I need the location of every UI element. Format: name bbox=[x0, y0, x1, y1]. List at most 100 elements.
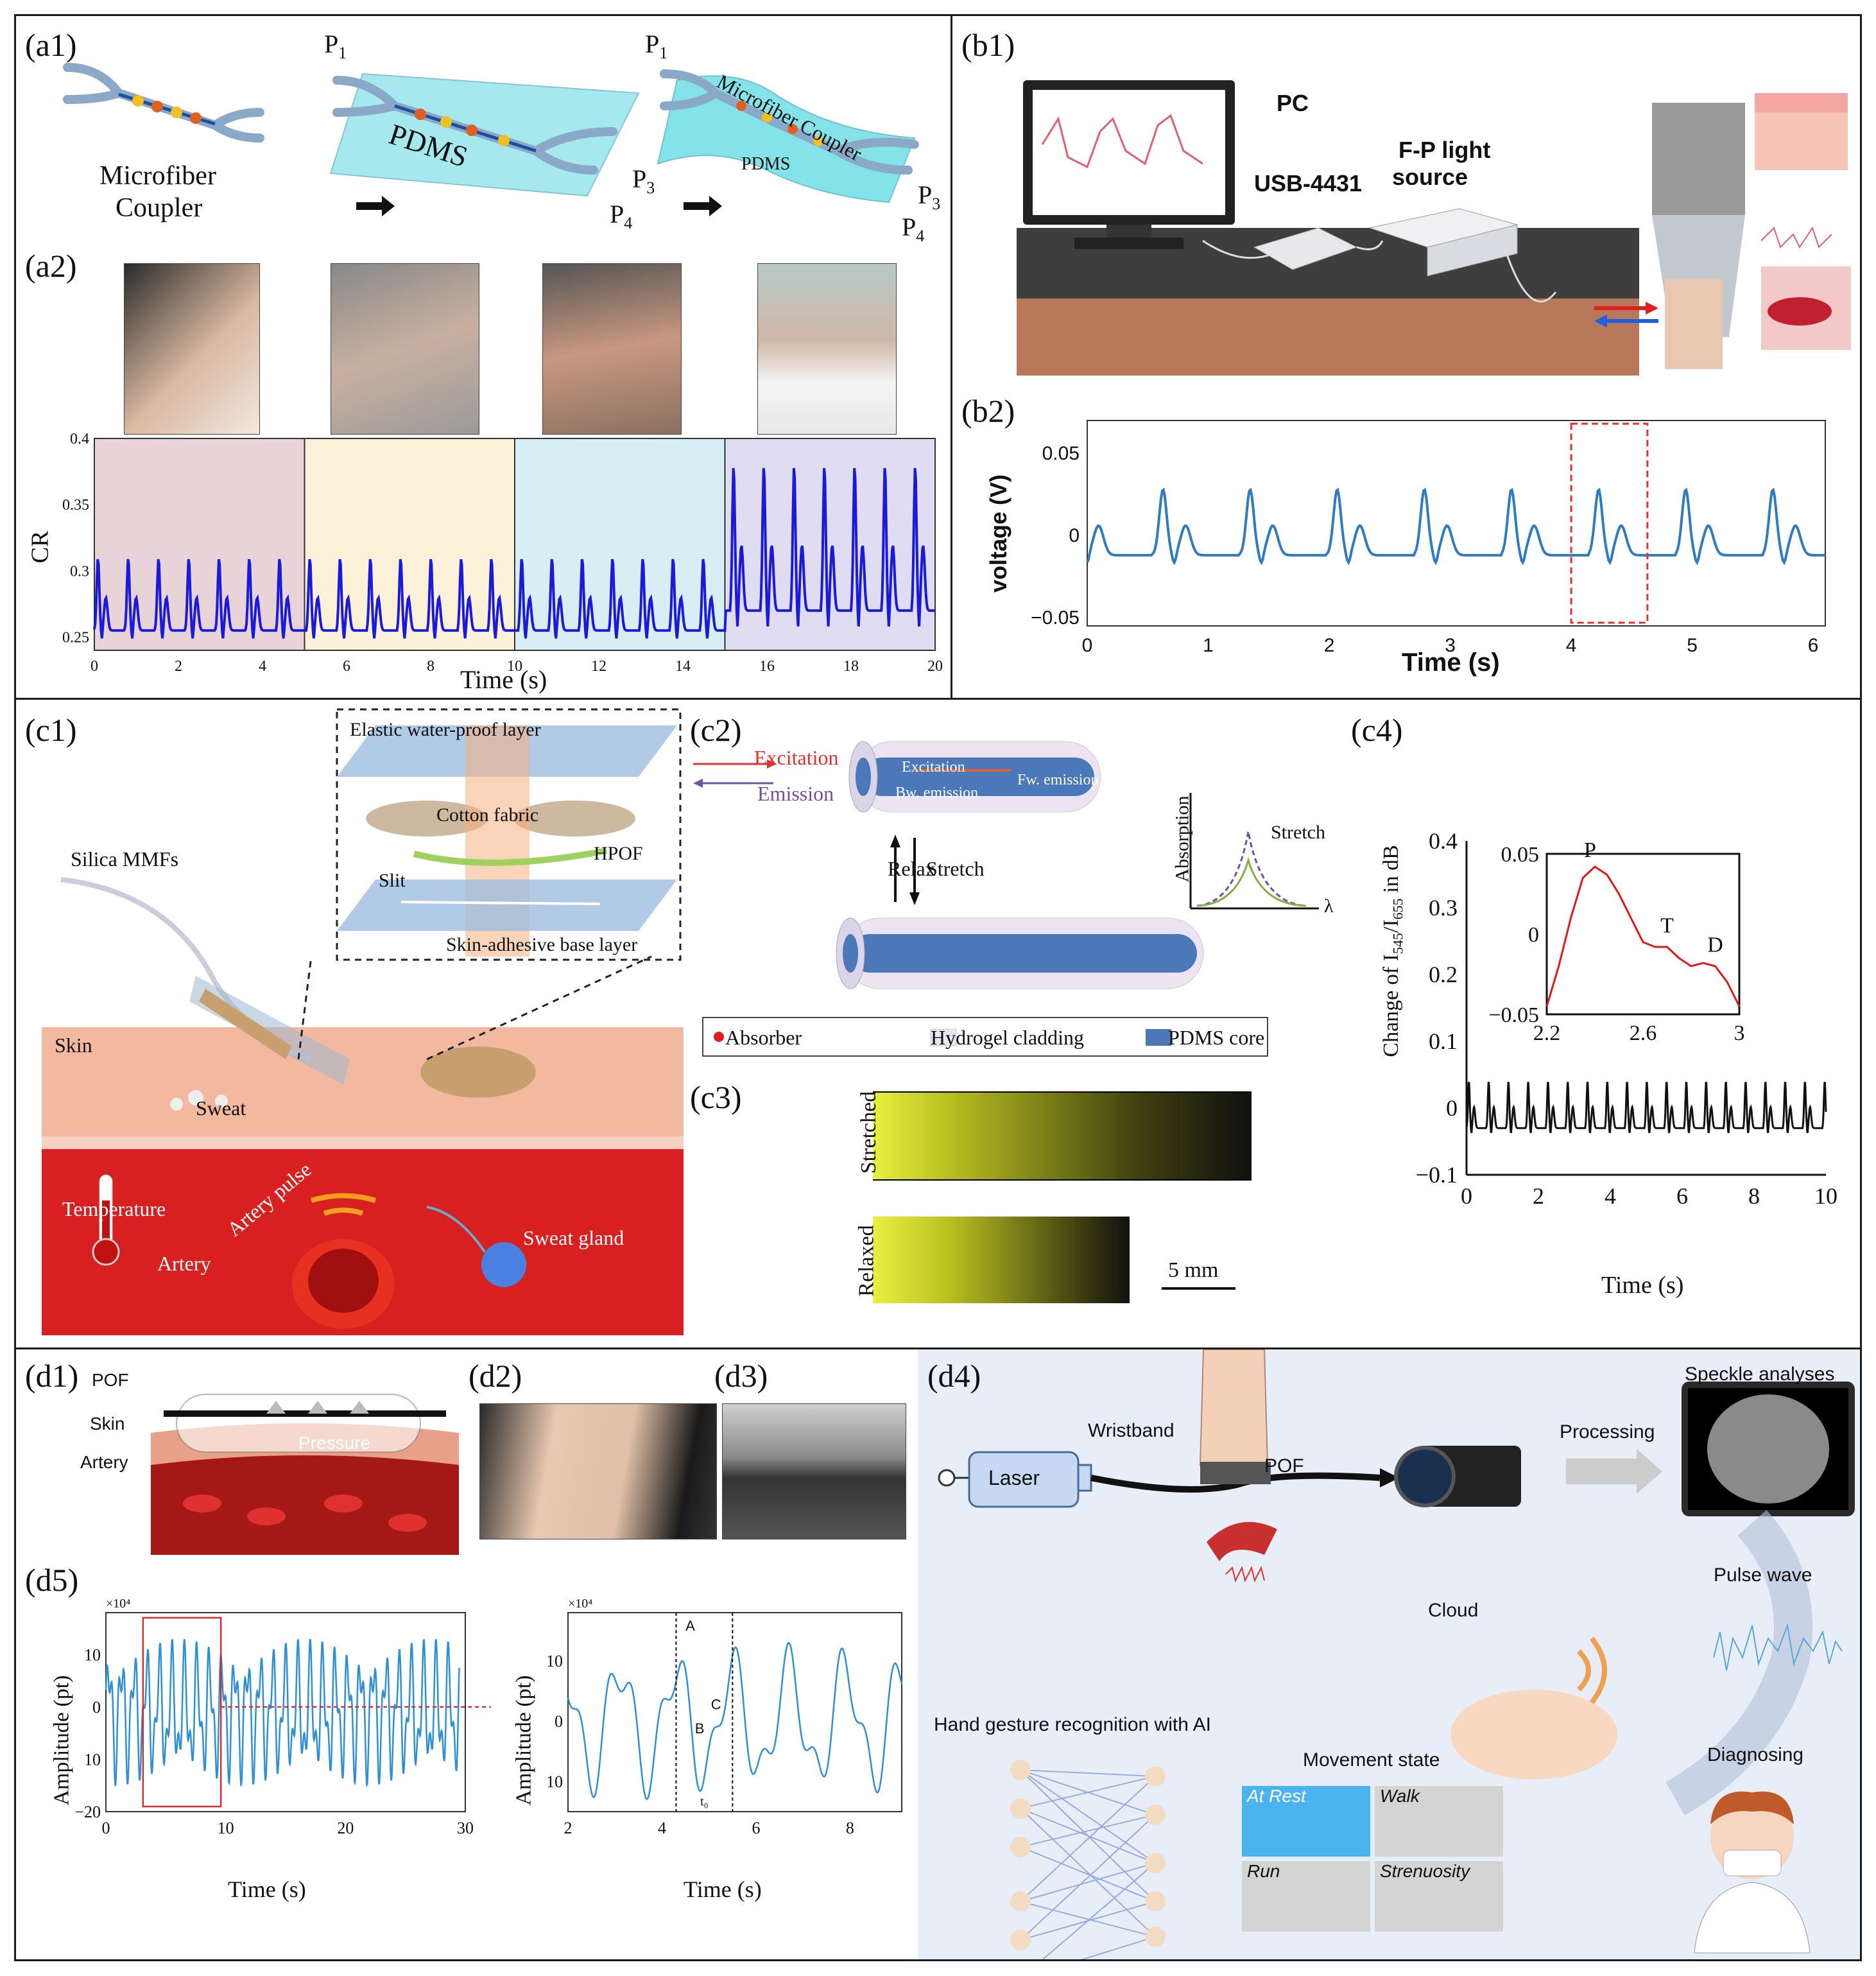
label-stretched: Stretched bbox=[857, 1091, 881, 1174]
c1-illustration bbox=[42, 708, 684, 1335]
plot-frame bbox=[105, 1612, 466, 1812]
label-d3: (d3) bbox=[714, 1358, 768, 1394]
label-usb: USB-4431 bbox=[1254, 170, 1363, 196]
y-tick: 0.05 bbox=[1042, 443, 1080, 464]
label-temperature: Temperature bbox=[62, 1197, 166, 1220]
y-tick: 10 bbox=[84, 1645, 101, 1664]
x-tick: 0 bbox=[102, 1819, 110, 1837]
x-tick: 6 bbox=[752, 1819, 760, 1837]
plot-frame bbox=[1087, 420, 1826, 627]
label-slit: Slit bbox=[379, 870, 406, 891]
label-movement-state: Movement state bbox=[1303, 1749, 1440, 1771]
x-tick: 6 bbox=[343, 658, 350, 675]
label-sweat: Sweat bbox=[196, 1096, 246, 1120]
label-pulse-wave: Pulse wave bbox=[1714, 1564, 1812, 1586]
label-c2: (c2) bbox=[690, 712, 742, 748]
state-strenuosity: Strenuosity bbox=[1380, 1861, 1470, 1881]
label-d2: (d2) bbox=[469, 1358, 522, 1394]
label-stretch-arrow: Stretch bbox=[1271, 822, 1325, 843]
x-tick: 10 bbox=[1814, 1183, 1837, 1209]
label-lambda: λ bbox=[1324, 896, 1334, 917]
x-tick: 2 bbox=[1533, 1183, 1544, 1209]
microfiber-coupler-illustration bbox=[63, 63, 919, 216]
inset-x-tick: 2.2 bbox=[1533, 1021, 1561, 1045]
label-processing: Processing bbox=[1560, 1421, 1655, 1443]
port-p3-b: P3 bbox=[918, 180, 941, 213]
peak-label: P bbox=[1584, 838, 1596, 862]
y-tick: 0.3 bbox=[1429, 895, 1458, 921]
c4-xlabel: Time (s) bbox=[1601, 1272, 1684, 1299]
peak-label: D bbox=[1707, 933, 1723, 957]
x-tick: 8 bbox=[427, 658, 435, 675]
x-tick: 0 bbox=[90, 658, 98, 675]
d1-illustration bbox=[151, 1394, 459, 1555]
signal-line bbox=[105, 1639, 460, 1787]
label-skin-d: Skin bbox=[90, 1414, 125, 1434]
photo-wrist bbox=[331, 263, 479, 435]
y-tick: −20 bbox=[74, 1803, 101, 1821]
setup-illustration bbox=[1017, 80, 1851, 376]
label-d5: (d5) bbox=[25, 1562, 79, 1598]
x-tick: 2 bbox=[1324, 635, 1335, 656]
label-c4: (c4) bbox=[1351, 712, 1403, 748]
y-tick: 0.3 bbox=[70, 563, 89, 580]
x-tick: 18 bbox=[843, 658, 859, 675]
state-run: Run bbox=[1247, 1861, 1280, 1881]
point-label: C bbox=[711, 1696, 721, 1712]
y-tick: 10 bbox=[546, 1652, 563, 1670]
x-tick: 6 bbox=[1676, 1183, 1688, 1209]
label-hand-gesture: Hand gesture recognition with AI bbox=[934, 1714, 1211, 1735]
segment-bg bbox=[304, 438, 515, 651]
label-absorption: Absorption bbox=[1171, 795, 1193, 883]
signal-line bbox=[1086, 487, 1825, 566]
y-tick: 0 bbox=[1446, 1095, 1458, 1121]
photo-wristband bbox=[722, 1403, 906, 1539]
y-tick: 0 bbox=[92, 1698, 101, 1717]
label-d1: (d1) bbox=[25, 1358, 79, 1394]
label-diagnosing: Diagnosing bbox=[1707, 1744, 1804, 1765]
label-sweat-gland: Sweat gland bbox=[523, 1226, 624, 1249]
label-laser: Laser bbox=[988, 1466, 1040, 1489]
t0-label: t₀ bbox=[700, 1795, 709, 1809]
label-cloud: Cloud bbox=[1428, 1600, 1479, 1621]
label-pof: POF bbox=[92, 1370, 129, 1390]
label-wristband: Wristband bbox=[1088, 1420, 1175, 1441]
b2-ylabel: voltage (V) bbox=[985, 474, 1012, 593]
label-c3: (c3) bbox=[690, 1079, 742, 1115]
label-pc: PC bbox=[1277, 90, 1309, 116]
label-relax: Relax bbox=[888, 857, 936, 880]
point-label: B bbox=[695, 1720, 705, 1737]
y-tick: 0.25 bbox=[62, 629, 89, 646]
scale-label: ×10⁴ bbox=[568, 1597, 592, 1611]
label-excitation-inner: Excitation bbox=[902, 759, 965, 776]
x-tick: 20 bbox=[927, 658, 943, 675]
label-b2: (b2) bbox=[961, 393, 1015, 429]
photo-relaxed bbox=[873, 1217, 1130, 1303]
state-at-rest: At Rest bbox=[1247, 1786, 1306, 1806]
scale-bar bbox=[1162, 1287, 1235, 1290]
inset-signal bbox=[1545, 865, 1741, 1007]
label-stretch: Stretch bbox=[926, 857, 985, 880]
inset-frame bbox=[1545, 853, 1741, 1016]
label-coupler: Coupler bbox=[116, 193, 203, 223]
label-speckle: Speckle analyses bbox=[1685, 1364, 1835, 1385]
d5-left-xlabel: Time (s) bbox=[228, 1876, 306, 1902]
label-pressure: Pressure bbox=[298, 1433, 371, 1453]
label-silica: Silica MMFs bbox=[71, 847, 179, 871]
label-scale: 5 mm bbox=[1168, 1258, 1219, 1282]
inset-y-tick: 0 bbox=[1528, 923, 1539, 947]
y-tick: 10 bbox=[546, 1772, 563, 1791]
signal-line bbox=[93, 468, 935, 639]
x-tick: 8 bbox=[846, 1819, 854, 1837]
label-cotton: Cotton fabric bbox=[436, 804, 539, 826]
inset-x-tick: 3 bbox=[1734, 1021, 1745, 1045]
port-p1-a: P1 bbox=[324, 30, 347, 62]
a2-xlabel: Time (s) bbox=[460, 665, 547, 694]
panel-d: (d1) POF Skin Pressure Artery (d2) (d3) … bbox=[14, 1348, 1862, 1961]
x-tick: 16 bbox=[759, 658, 775, 675]
x-tick: 14 bbox=[675, 658, 691, 675]
label-d4: (d4) bbox=[927, 1358, 981, 1394]
peak-label: T bbox=[1660, 914, 1674, 938]
label-fp-1: F-P light bbox=[1398, 137, 1491, 163]
